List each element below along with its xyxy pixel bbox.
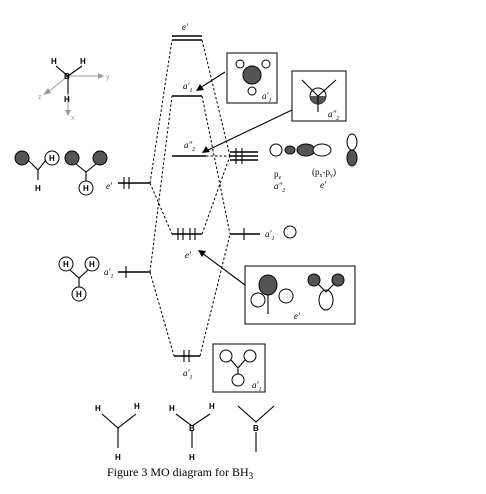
- svg-text:H: H: [189, 453, 195, 462]
- label-pz-symmetry: a"2: [274, 181, 285, 194]
- salc-e-prime-picture-1: H H: [14, 150, 60, 193]
- svg-text:e': e': [294, 311, 301, 321]
- svg-text:H: H: [76, 290, 82, 299]
- electrons-e-prime-bonding: [177, 228, 196, 240]
- svg-text:a'1: a'1: [262, 91, 271, 104]
- salc-a1-picture: H H H: [58, 256, 100, 302]
- mo-levels: e' a'1 a"2 e' a'1: [172, 22, 206, 381]
- structure-bh3: H H B H: [169, 402, 215, 462]
- label-boron-s: a'1: [265, 229, 274, 242]
- svg-text:a"2: a"2: [328, 109, 339, 122]
- svg-text:H: H: [169, 404, 175, 413]
- structure-h3-fragment: H H H: [95, 402, 140, 462]
- salc-e-prime-picture-2: H: [64, 150, 108, 196]
- figure-caption: Figure 3 MO diagram for BH3: [107, 465, 254, 481]
- svg-text:B: B: [189, 424, 195, 433]
- structure-b-fragment: B: [237, 405, 275, 452]
- svg-text:a'1: a'1: [252, 380, 261, 393]
- box-a1-bonding: a'1: [212, 343, 266, 393]
- label-pxpy-symmetry: e': [320, 180, 327, 190]
- svg-text:H: H: [209, 402, 215, 411]
- label-a1-upper: a'1: [183, 81, 192, 94]
- boron-orbital-levels: a'1: [230, 148, 297, 242]
- electrons-a1-bonding: [183, 350, 190, 362]
- label-salc-a1: a'1: [104, 267, 113, 280]
- svg-text:H: H: [63, 260, 69, 269]
- label-salc-e-prime: e': [106, 181, 113, 191]
- label-pz: pz: [274, 169, 282, 181]
- axis-z-label: z: [38, 94, 42, 101]
- svg-text:H: H: [95, 404, 101, 413]
- s-orbital-picture: [283, 225, 297, 239]
- px-orbital-picture: [296, 143, 332, 157]
- axis-frame-molecule: y x z H H B H: [38, 57, 110, 122]
- svg-text:H: H: [89, 260, 95, 269]
- label-a2-nonbonding: a"2: [184, 140, 195, 153]
- svg-text:H: H: [64, 95, 70, 104]
- svg-text:B: B: [253, 424, 259, 433]
- box-a2-nonbonding: a"2: [291, 70, 347, 122]
- svg-text:H: H: [134, 402, 140, 411]
- axis-x-label: x: [71, 115, 75, 122]
- box-e-prime: e': [244, 265, 356, 325]
- svg-text:B: B: [64, 72, 70, 81]
- salc-levels: e' a'1: [104, 177, 150, 280]
- svg-text:H: H: [51, 57, 57, 66]
- svg-text:H: H: [83, 184, 89, 193]
- label-e-prime-bonding: e': [185, 250, 192, 260]
- py-orbital-picture: [346, 133, 358, 167]
- svg-text:H: H: [49, 154, 55, 163]
- label-pxpy: (px-py): [312, 167, 336, 179]
- label-e-prime-top: e': [182, 22, 189, 32]
- svg-text:H: H: [35, 184, 41, 193]
- axis-y-label: y: [106, 74, 110, 81]
- box-a1-upper: a'1: [226, 52, 278, 104]
- correlation-lines: [149, 39, 231, 357]
- svg-text:H: H: [80, 57, 86, 66]
- svg-text:H: H: [115, 453, 121, 462]
- pz-orbital-picture: [269, 143, 296, 157]
- label-a1-bonding: a'1: [183, 368, 192, 381]
